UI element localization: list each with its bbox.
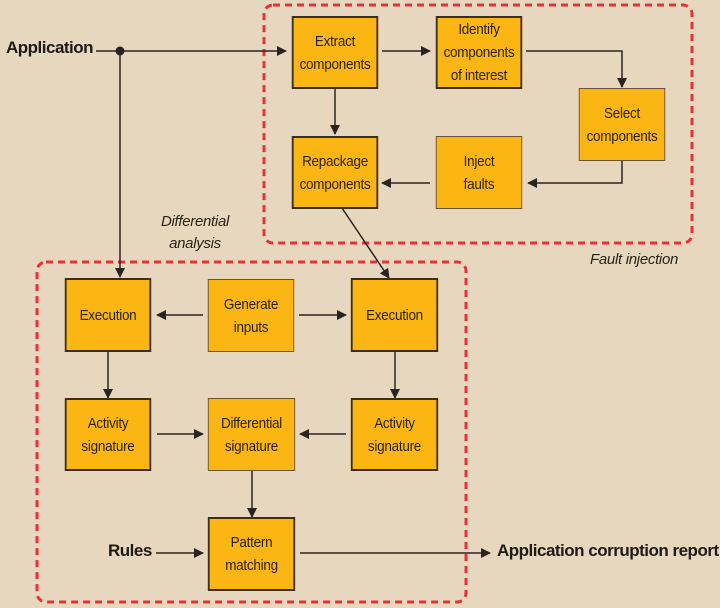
node-label: Pattern matching bbox=[225, 534, 278, 574]
node-generate-inputs: Generate inputs bbox=[207, 279, 295, 352]
differential-analysis-group-border bbox=[35, 260, 468, 604]
application-input-label: Application bbox=[6, 38, 94, 57]
node-select-components: Select components bbox=[578, 88, 666, 161]
node-label: Identify components of interest bbox=[443, 21, 515, 84]
node-label: Inject faults bbox=[463, 152, 495, 193]
node-label: Activity signature bbox=[367, 414, 422, 455]
node-label: Extract components bbox=[299, 32, 371, 73]
rules-input-label: Rules bbox=[108, 541, 152, 560]
node-label: Execution bbox=[79, 306, 137, 324]
node-repackage-components: Repackage components bbox=[291, 136, 379, 209]
edge-identify-select bbox=[526, 50, 627, 88]
node-label: Activity signature bbox=[81, 414, 135, 455]
differential-analysis-group-label: Differential analysis bbox=[160, 213, 230, 252]
node-label: Execution bbox=[366, 306, 423, 324]
node-label: Select components bbox=[586, 104, 658, 145]
node-label: Generate inputs bbox=[223, 295, 279, 336]
node-label: Differential signature bbox=[220, 414, 283, 455]
node-execution-left: Execution bbox=[64, 278, 152, 352]
output-label: Application corruption report bbox=[497, 541, 719, 560]
node-identify-components: Identify components of interest bbox=[435, 16, 523, 89]
node-differential-signature: Differential signature bbox=[207, 398, 296, 471]
edge-repackage-exec-right bbox=[341, 207, 390, 279]
edge-select-inject bbox=[527, 160, 623, 188]
node-activity-signature-right: Activity signature bbox=[350, 398, 439, 471]
node-label: Repackage components bbox=[299, 152, 371, 193]
node-extract-components: Extract components bbox=[291, 16, 379, 89]
node-pattern-matching: Pattern matching bbox=[207, 517, 296, 591]
node-execution-right: Execution bbox=[350, 278, 439, 352]
node-activity-signature-left: Activity signature bbox=[64, 398, 152, 471]
fault-injection-group-label: Fault injection bbox=[590, 251, 679, 268]
fault-injection-group-border bbox=[262, 3, 694, 245]
node-inject-faults: Inject faults bbox=[435, 136, 523, 209]
